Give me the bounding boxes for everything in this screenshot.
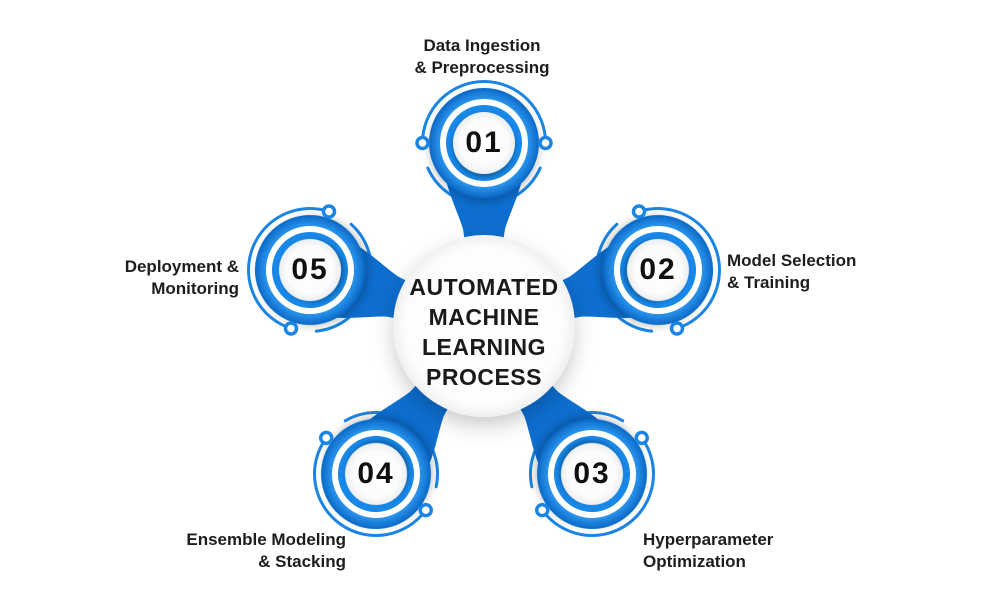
node-01-label: Data Ingestion & Preprocessing [332,35,632,79]
node-05-label: Deployment & Monitoring [39,256,239,300]
node-04-label-line1: Ensemble Modeling [186,530,346,549]
node-03-label-line1: Hyperparameter [643,530,774,549]
node-02-label-line1: Model Selection [727,251,857,270]
node-04-label: Ensemble Modeling & Stacking [146,529,346,573]
node-03-label: Hyperparameter Optimization [643,529,873,573]
center-circle [393,235,575,417]
node-05-label-line1: Deployment & [124,257,239,276]
center-title-line: PROCESS [426,364,542,390]
center-title-line: MACHINE [428,304,540,330]
node-01-number: 01 [465,126,503,159]
node-01-label-line1: Data Ingestion [423,36,541,55]
node-03-label-line2: Optimization [643,552,746,571]
center-title: AUTOMATED MACHINE LEARNING PROCESS [324,272,644,392]
node-02-label: Model Selection & Training [727,250,957,294]
node-05-label-line2: Monitoring [151,279,239,298]
node-04-label-line2: & Stacking [258,552,346,571]
node-04-number: 04 [357,457,395,490]
center-title-line: AUTOMATED [409,274,559,300]
node-02-label-line2: & Training [727,273,811,292]
node-05-number: 05 [291,253,329,286]
node-03-number: 03 [573,457,611,490]
center-title-line: LEARNING [421,334,547,360]
node-02-number: 02 [639,253,677,286]
node-01-label-line2: & Preprocessing [414,58,550,77]
